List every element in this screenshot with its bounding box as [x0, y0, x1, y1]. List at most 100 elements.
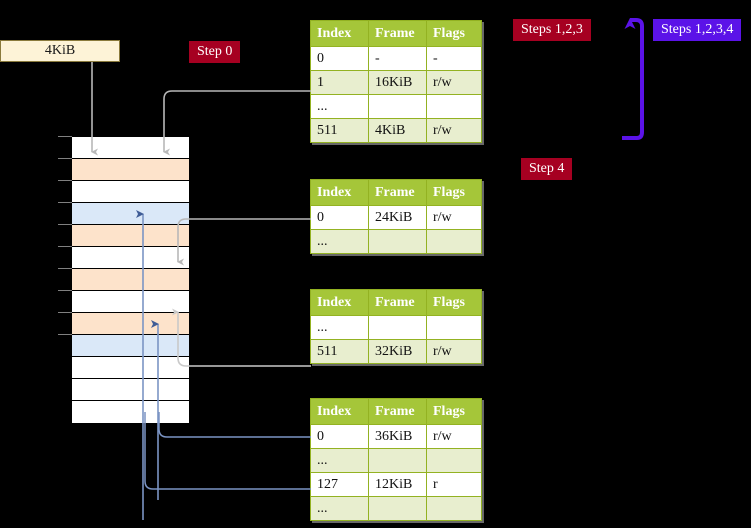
memory-row: [72, 313, 189, 335]
table-cell: 24KiB: [368, 205, 427, 230]
memory-row: [72, 247, 189, 269]
steps1234-label: Steps 1,2,3,4: [661, 22, 734, 37]
column-header: Index: [310, 289, 369, 316]
memory-row: [72, 291, 189, 313]
column-header: Index: [310, 20, 369, 47]
table-cell: ...: [310, 496, 369, 521]
column-header: Frame: [368, 20, 427, 47]
step4-label: Step 4: [529, 161, 565, 176]
table-row: ...: [310, 448, 482, 473]
memory-tick: [58, 334, 72, 335]
column-header: Flags: [426, 289, 482, 316]
table-cell: ...: [310, 448, 369, 473]
memory-row: [72, 401, 189, 423]
table-cell: 511: [310, 118, 369, 143]
table-cell: 1: [310, 70, 369, 95]
table-cell: r/w: [426, 205, 482, 230]
table-cell: -: [368, 46, 427, 71]
memory-tick: [58, 180, 72, 181]
table-cell: r/w: [426, 424, 482, 449]
table-cell: [368, 448, 427, 473]
table-cell: 36KiB: [368, 424, 427, 449]
table-cell: 511: [310, 339, 369, 364]
table-cell: ...: [310, 94, 369, 119]
table-cell: r: [426, 472, 482, 497]
memory-row: [72, 203, 189, 225]
blue-connector-l1-row127: [144, 412, 311, 490]
memory-tick: [58, 312, 72, 313]
column-header: Flags: [426, 20, 482, 47]
table-cell: 4KiB: [368, 118, 427, 143]
table-cell: ...: [310, 229, 369, 254]
table-row: ...: [310, 94, 482, 119]
table-cell: 127: [310, 472, 369, 497]
table-cell: [426, 448, 482, 473]
memory-tick: [58, 290, 72, 291]
table-cell: 12KiB: [368, 472, 427, 497]
table-cell: [426, 315, 482, 340]
table-cell: 0: [310, 46, 369, 71]
memory-row: [72, 379, 189, 401]
table-row: 0--: [310, 46, 482, 71]
table-cell: [368, 315, 427, 340]
table-cell: 16KiB: [368, 70, 427, 95]
memory-tick: [58, 158, 72, 159]
memory-size-text: 4KiB: [44, 43, 76, 58]
steps123-badge: Steps 1,2,3: [513, 19, 591, 41]
memory-row: [72, 159, 189, 181]
step0-badge: Step 0: [189, 41, 241, 63]
table-cell: 0: [310, 424, 369, 449]
violet-steps-arrow: [622, 18, 644, 140]
column-header: Frame: [368, 289, 427, 316]
memory-tick: [58, 268, 72, 269]
gray-arrow-memory-to-l3: [177, 218, 311, 266]
memory-tick: [58, 224, 72, 225]
table-cell: [368, 496, 427, 521]
gray-arrow-memory-to-l2: [172, 308, 311, 367]
column-header: Index: [310, 179, 369, 206]
memory-tick: [58, 136, 72, 137]
column-header: Flags: [426, 398, 482, 425]
column-header: Flags: [426, 179, 482, 206]
memory-tick: [58, 202, 72, 203]
table-cell: [426, 94, 482, 119]
memory-column: [71, 136, 190, 423]
column-header: Index: [310, 398, 369, 425]
table-cell: r/w: [426, 118, 482, 143]
table-cell: r/w: [426, 339, 482, 364]
memory-row: [72, 357, 189, 379]
table-cell: [426, 229, 482, 254]
table-cell: [368, 94, 427, 119]
memory-row: [72, 269, 189, 291]
memory-row: [72, 225, 189, 247]
table-row: ...: [310, 229, 482, 254]
memory-size-label: 4KiB: [0, 40, 120, 62]
table-cell: ...: [310, 315, 369, 340]
table-cell: [426, 496, 482, 521]
table-cell: -: [426, 46, 482, 71]
table-cell: r/w: [426, 70, 482, 95]
steps123-label: Steps 1,2,3: [521, 22, 583, 37]
step0-label: Step 0: [197, 44, 233, 59]
memory-row: [72, 137, 189, 159]
table-row: ...: [310, 496, 482, 521]
step4-badge: Step 4: [521, 158, 573, 180]
steps1234-badge: Steps 1,2,3,4: [653, 19, 742, 41]
table-row: ...: [310, 315, 482, 340]
table-cell: 32KiB: [368, 339, 427, 364]
table-cell: 0: [310, 205, 369, 230]
